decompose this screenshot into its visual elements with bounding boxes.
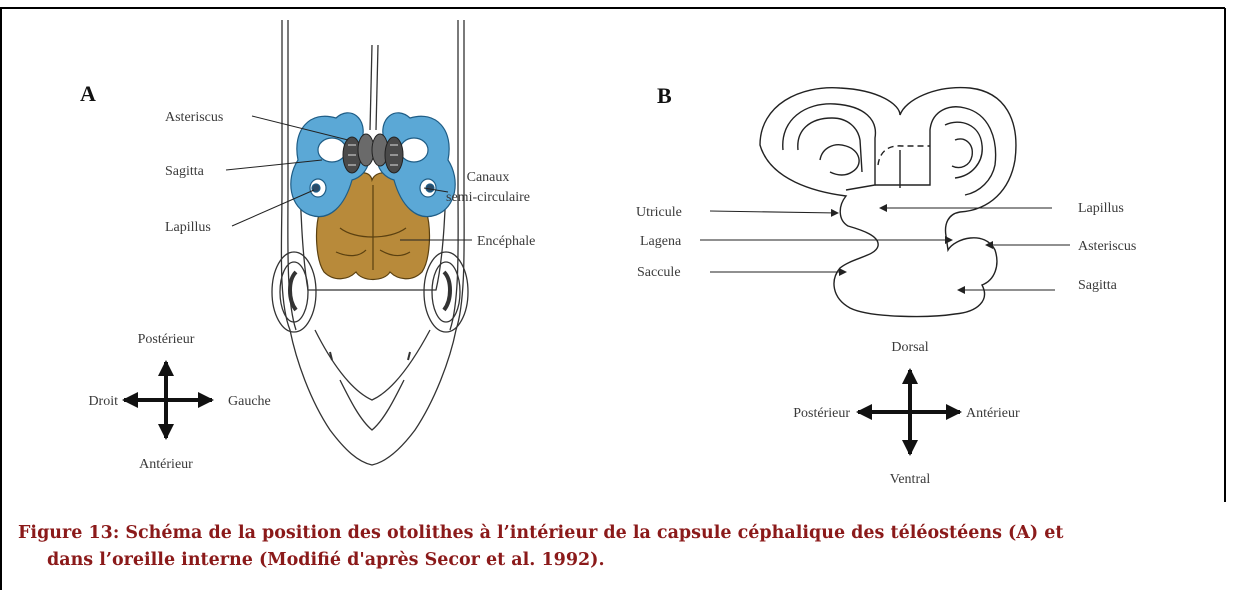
compass-a-bottom: Antérieur — [139, 457, 193, 472]
compass-a: Postérieur Droit Gauche Antérieur — [88, 332, 270, 472]
label-canaux-line1: Canaux — [467, 170, 510, 185]
caption-line-2: dans l’oreille interne (Modifié d'après … — [18, 547, 1218, 574]
label-utricule: Utricule — [636, 205, 682, 220]
panel-a: A — [80, 20, 535, 472]
panel-b-letter: B — [657, 83, 672, 108]
label-lagena: Lagena — [640, 234, 682, 249]
panel-b: B Utricule Lagena Saccule Lapillus Aster… — [636, 83, 1136, 487]
compass-a-top: Postérieur — [138, 332, 195, 347]
inner-ear-drawing — [760, 88, 1016, 317]
label-lapillus-b: Lapillus — [1078, 201, 1124, 216]
compass-b-bottom: Ventral — [890, 472, 931, 487]
arrow-utricule — [710, 211, 838, 213]
caption-line-1: Figure 13: Schéma de la position des oto… — [18, 520, 1218, 547]
compass-b-top: Dorsal — [891, 340, 928, 355]
label-sagitta-b: Sagitta — [1078, 278, 1118, 293]
compass-b-left: Postérieur — [793, 406, 850, 421]
label-asteriscus-b: Asteriscus — [1078, 239, 1136, 254]
label-asteriscus-a: Asteriscus — [165, 110, 223, 125]
compass-a-left: Droit — [88, 394, 118, 409]
label-sagitta-a: Sagitta — [165, 164, 205, 179]
label-saccule: Saccule — [637, 265, 681, 280]
panel-a-letter: A — [80, 81, 96, 106]
panel-b-labels: Utricule Lagena Saccule Lapillus Asteris… — [636, 201, 1136, 293]
compass-a-right: Gauche — [228, 394, 271, 409]
label-lapillus-a: Lapillus — [165, 220, 211, 235]
figure-caption: Figure 13: Schéma de la position des oto… — [18, 520, 1218, 574]
compass-b-right: Antérieur — [966, 406, 1020, 421]
otolith-cluster-drawing — [343, 134, 403, 173]
compass-b: Dorsal Postérieur Antérieur Ventral — [793, 340, 1020, 487]
label-canaux-line2: semi-circulaire — [446, 190, 530, 205]
otolith-figure: A — [0, 0, 1233, 520]
label-encephale: Encéphale — [477, 234, 535, 249]
